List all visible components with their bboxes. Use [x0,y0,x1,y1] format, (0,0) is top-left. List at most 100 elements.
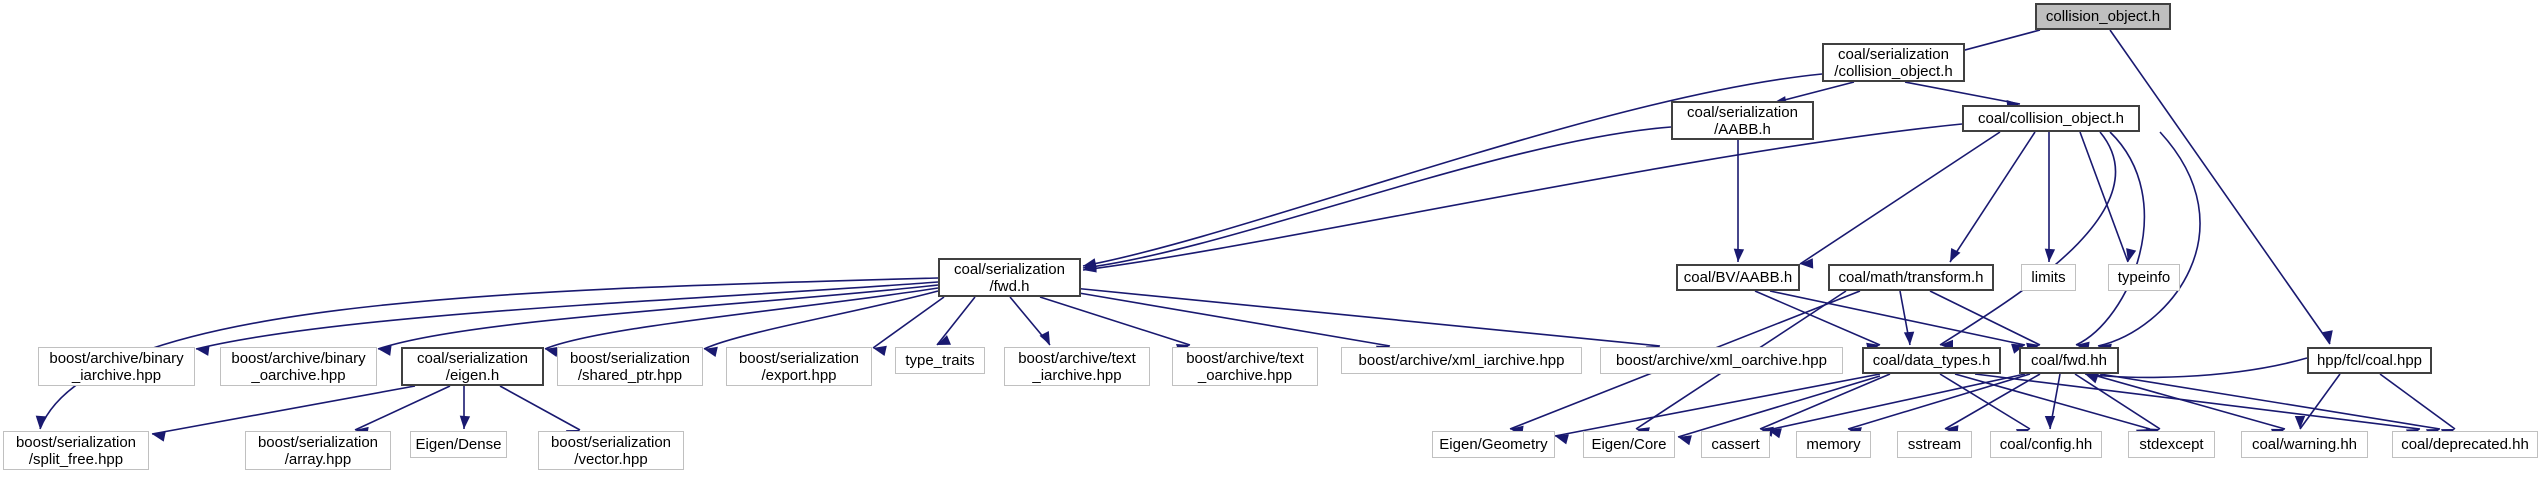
graph-node-ser_aabb[interactable]: coal/serialization /AABB.h [1671,101,1814,140]
graph-edge-arrowhead [1903,331,1915,345]
graph-edge [1949,131,2036,263]
graph-node-typeinfo[interactable]: typeinfo [2108,264,2180,291]
graph-edge [1039,296,1191,346]
graph-node-label: coal/serialization /eigen.h [417,349,528,384]
graph-edge-arrowhead [1950,248,1961,262]
graph-node-label: coal/fwd.hh [2031,352,2107,369]
graph-node-ser_eigen[interactable]: coal/serialization /eigen.h [401,347,544,386]
graph-edge-arrowhead [1555,434,1569,445]
graph-edge-arrowhead [459,415,471,429]
graph-edge-arrowhead [2085,373,2099,384]
graph-edge [2097,131,2201,347]
graph-node-label: coal/serialization /collision_object.h [1834,45,1953,80]
graph-node-bv_aabb[interactable]: coal/BV/AABB.h [1676,264,1800,291]
graph-edge-arrowhead [937,335,951,345]
graph-node-label: coal/BV/AABB.h [1683,269,1793,286]
graph-edge [151,385,416,435]
graph-node-label: boost/serialization /split_free.hpp [15,433,137,468]
graph-edge [2109,29,2331,345]
graph-node-label: boost/archive/text _iarchive.hpp [1018,349,1136,384]
graph-node-coal_warning[interactable]: coal/warning.hh [2241,431,2368,458]
graph-edge-arrowhead [152,431,166,442]
graph-node-data_types[interactable]: coal/data_types.h [1862,347,2001,374]
graph-edge-arrowhead [2294,416,2306,429]
graph-node-sstream[interactable]: sstream [1897,431,1972,458]
graph-node-label: hpp/fcl/coal.hpp [2316,352,2423,369]
graph-node-txt_oarchive[interactable]: boost/archive/text _oarchive.hpp [1172,347,1318,386]
graph-node-label: boost/archive/binary _iarchive.hpp [49,349,184,384]
graph-edge-arrowhead [2126,248,2137,262]
graph-node-label: type_traits [905,352,975,369]
graph-node-stdexcept[interactable]: stdexcept [2128,431,2215,458]
graph-node-label: Eigen/Core [1591,436,1667,453]
graph-edge [1554,373,1881,437]
graph-node-label: Eigen/Dense [415,436,502,453]
graph-node-root[interactable]: collision_object.h [2035,3,2171,30]
graph-edge [1767,373,2026,431]
graph-edge [936,296,976,346]
graph-edge-arrowhead [1083,258,1097,269]
graph-edge [703,290,939,350]
graph-edge [1847,373,2031,430]
graph-node-label: Eigen/Geometry [1439,436,1548,453]
graph-node-xml_oarchive[interactable]: boost/archive/xml_oarchive.hpp [1600,347,1843,374]
graph-edge [1082,126,1672,269]
graph-node-label: typeinfo [2117,269,2171,286]
graph-node-bin_iarchive[interactable]: boost/archive/binary _iarchive.hpp [38,347,195,386]
graph-edge-arrowhead [704,346,718,357]
graph-node-txt_iarchive[interactable]: boost/archive/text _iarchive.hpp [1004,347,1150,386]
graph-edge [2299,373,2341,430]
graph-node-ser_fwd[interactable]: coal/serialization /fwd.h [938,258,1081,297]
graph-edge-arrowhead [1083,260,1097,271]
graph-node-label: sstream [1907,436,1962,453]
graph-node-ser_export[interactable]: boost/serialization /export.hpp [726,347,872,386]
graph-edge-arrowhead [2044,416,2056,429]
graph-node-hpp_fcl_coal[interactable]: hpp/fcl/coal.hpp [2307,347,2432,374]
graph-edge [1769,290,2026,346]
graph-node-xml_iarchive[interactable]: boost/archive/xml_iarchive.hpp [1341,347,1582,374]
graph-edge-arrowhead [1083,262,1097,273]
graph-node-eigen_core[interactable]: Eigen/Core [1583,431,1675,458]
graph-node-coal_collobj[interactable]: coal/collision_object.h [1962,105,2140,132]
graph-node-coal_fwd[interactable]: coal/fwd.hh [2019,347,2119,374]
graph-edge [2074,373,2161,430]
graph-edge [499,385,581,431]
graph-node-label: boost/archive/xml_oarchive.hpp [1616,352,1827,369]
graph-node-memory[interactable]: memory [1796,431,1871,458]
graph-node-ser_collobj[interactable]: coal/serialization /collision_object.h [1822,43,1965,82]
graph-edge-arrowhead [196,345,210,356]
graph-node-label: boost/serialization /export.hpp [738,349,860,384]
graph-node-label: stdexcept [2139,436,2204,453]
graph-edge [2089,373,2286,430]
graph-node-eigen_geometry[interactable]: Eigen/Geometry [1432,431,1555,458]
graph-node-coal_deprecated[interactable]: coal/deprecated.hh [2392,431,2538,458]
graph-edge [1939,131,2117,346]
graph-node-type_traits[interactable]: type_traits [895,347,985,374]
graph-node-transform[interactable]: coal/math/transform.h [1828,264,1994,291]
graph-node-eigen_dense[interactable]: Eigen/Dense [410,431,507,458]
graph-edge [1974,373,2421,430]
graph-node-bin_oarchive[interactable]: boost/archive/binary _oarchive.hpp [220,347,377,386]
graph-node-ser_array[interactable]: boost/serialization /array.hpp [245,431,391,470]
graph-node-label: coal/config.hh [1999,436,2093,453]
graph-node-cassert[interactable]: cassert [1701,431,1770,458]
graph-edge [1799,131,2001,265]
graph-node-label: coal/serialization /AABB.h [1687,103,1798,138]
graph-edge-arrowhead [1768,428,1782,439]
graph-node-ser_sharedptr[interactable]: boost/serialization /shared_ptr.hpp [557,347,703,386]
graph-edge [1677,375,1881,438]
graph-node-label: boost/archive/binary _oarchive.hpp [231,349,366,384]
graph-edge [1072,291,1391,347]
graph-node-label: boost/serialization /shared_ptr.hpp [569,349,691,384]
graph-node-ser_splitfree[interactable]: boost/serialization /split_free.hpp [3,431,149,470]
graph-node-coal_config[interactable]: coal/config.hh [1990,431,2102,458]
graph-edge [1009,296,1051,346]
graph-node-label: memory [1806,436,1861,453]
graph-node-ser_vector[interactable]: boost/serialization /vector.hpp [538,431,684,470]
graph-node-label: coal/deprecated.hh [2401,436,2529,453]
graph-edge [2099,373,2441,430]
graph-node-limits[interactable]: limits [2021,264,2076,291]
graph-edge [1759,373,1891,430]
graph-edge [1929,290,2041,346]
